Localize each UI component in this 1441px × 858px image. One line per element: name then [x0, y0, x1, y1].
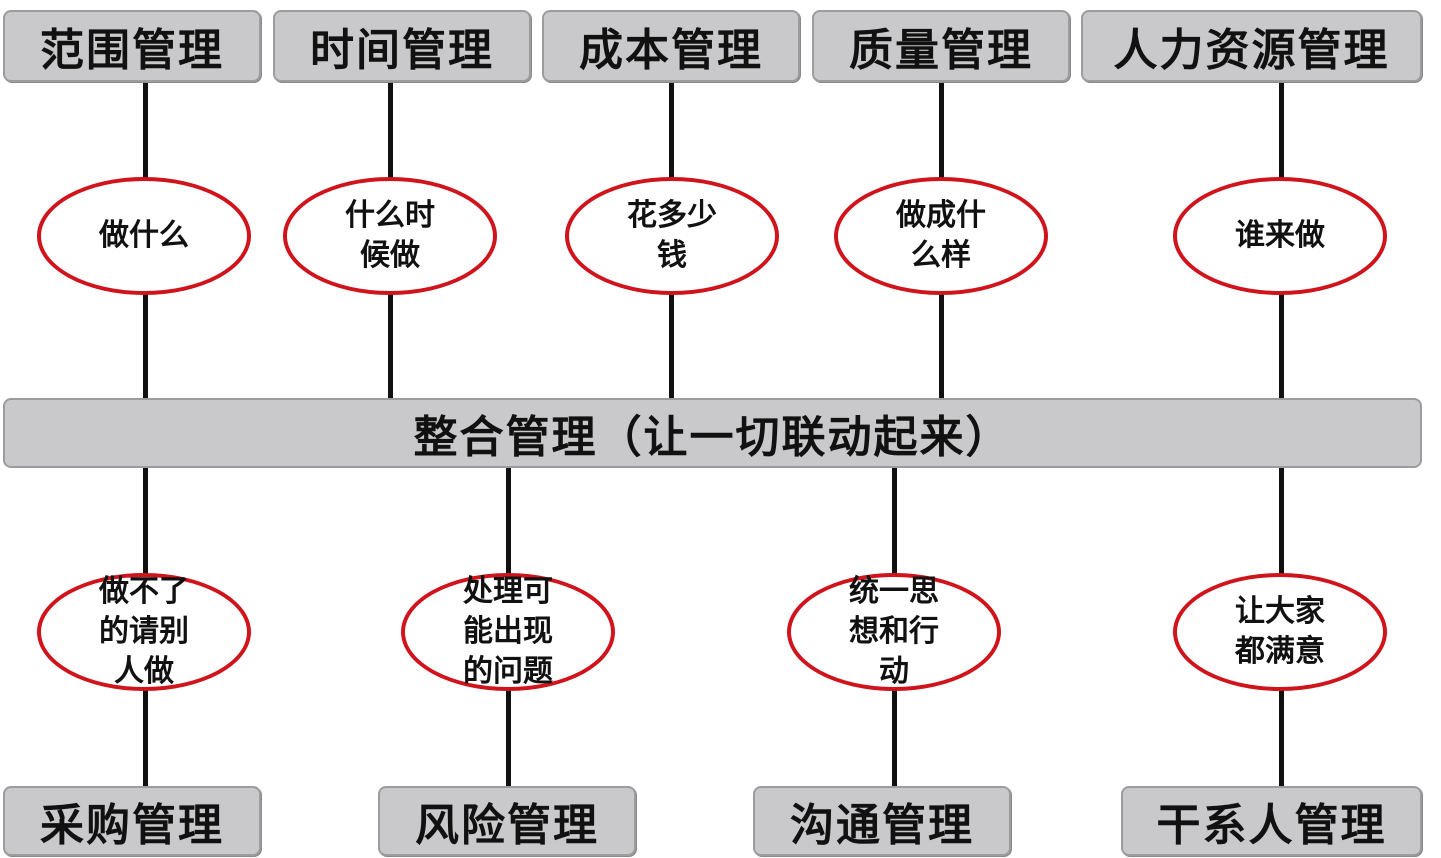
risk-management-box: 风险管理	[378, 786, 636, 856]
question-text: 统一思想和行动	[849, 574, 939, 689]
cost-management-box: 成本管理	[542, 10, 800, 82]
question-ellipse: 让大家都满意	[1173, 573, 1387, 691]
scope-management-box: 范围管理	[3, 10, 261, 82]
question-text: 处理可能出现的问题	[463, 574, 553, 689]
question-ellipse: 处理可能出现的问题	[401, 573, 615, 691]
question-text: 做成什么样	[896, 198, 986, 273]
integration-management-bar: 整合管理（让一切联动起来）	[3, 398, 1422, 468]
procurement-management-box: 采购管理	[3, 786, 261, 856]
question-text: 谁来做	[1235, 218, 1325, 253]
question-ellipse: 谁来做	[1173, 177, 1387, 295]
question-text: 什么时候做	[345, 198, 435, 273]
stakeholder-management-box: 干系人管理	[1121, 786, 1422, 856]
quality-management-box: 质量管理	[812, 10, 1070, 82]
hr-management-box: 人力资源管理	[1081, 10, 1422, 82]
question-text: 花多少钱	[627, 198, 717, 273]
question-text: 做什么	[99, 218, 189, 253]
question-ellipse: 花多少钱	[565, 177, 779, 295]
question-text: 做不了的请别人做	[99, 574, 189, 689]
question-ellipse: 统一思想和行动	[787, 573, 1001, 691]
question-ellipse: 做成什么样	[834, 177, 1048, 295]
question-ellipse: 做不了的请别人做	[37, 573, 251, 691]
question-ellipse: 什么时候做	[283, 177, 497, 295]
communication-management-box: 沟通管理	[753, 786, 1011, 856]
time-management-box: 时间管理	[273, 10, 531, 82]
question-text: 让大家都满意	[1235, 594, 1325, 669]
question-ellipse: 做什么	[37, 177, 251, 295]
